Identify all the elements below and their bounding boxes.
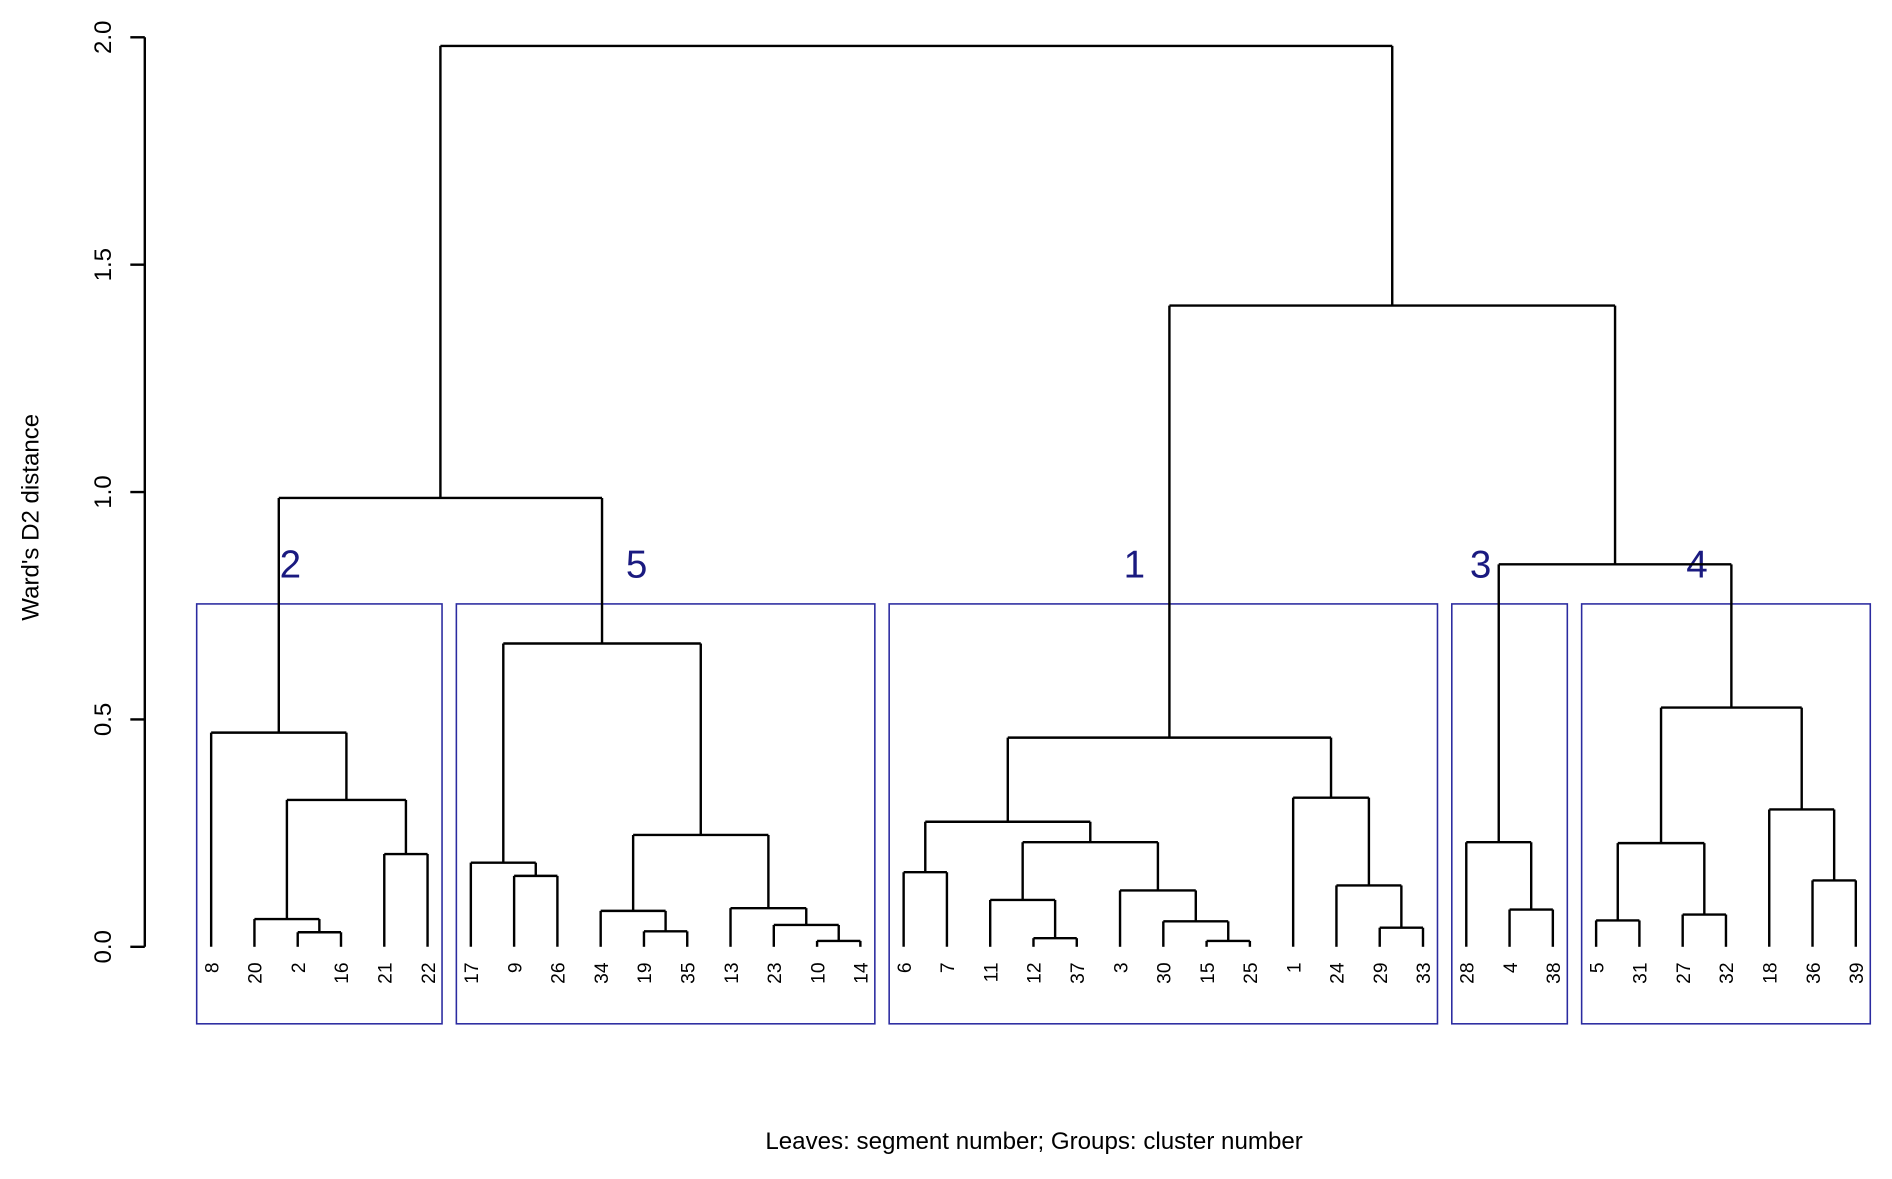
y-tick-label: 1.5 <box>90 248 117 281</box>
leaf-label: 17 <box>462 962 483 983</box>
cluster-label: 1 <box>1124 544 1145 587</box>
leaf-label: 11 <box>981 962 1002 982</box>
cluster-label: 5 <box>626 544 647 587</box>
leaf-label: 4 <box>1501 962 1522 973</box>
leaf-label: 26 <box>549 962 570 983</box>
cluster-box <box>195 603 443 1025</box>
leaf-label: 23 <box>765 962 786 983</box>
leaf-label: 24 <box>1328 962 1349 984</box>
y-tick-label: 1.0 <box>90 475 117 508</box>
dendrogram-tree <box>209 44 1858 947</box>
leaf-label: 13 <box>722 962 743 983</box>
leaf-label: 21 <box>375 962 396 983</box>
cluster-box <box>455 603 876 1025</box>
leaf-label: 16 <box>332 962 353 983</box>
leaf-label: 20 <box>246 962 267 983</box>
leaf-label: 25 <box>1241 962 1262 983</box>
leaf-label: 38 <box>1544 962 1565 983</box>
y-tick-label: 2.0 <box>90 21 117 54</box>
cluster-label: 2 <box>280 544 301 587</box>
leaf-label: 33 <box>1414 962 1435 983</box>
x-axis-label: Leaves: segment number; Groups: cluster … <box>765 1128 1302 1155</box>
leaf-label: 12 <box>1025 962 1046 983</box>
leaf-label: 3 <box>1111 962 1132 973</box>
y-axis-label: Ward's D2 distance <box>18 414 45 621</box>
cluster-box <box>888 603 1439 1025</box>
leaf-label: 32 <box>1717 962 1738 983</box>
leaf-label: 31 <box>1631 962 1652 983</box>
leaf-label: 34 <box>592 962 613 984</box>
y-tick-label: 0.0 <box>90 930 117 963</box>
leaf-label: 6 <box>895 962 916 973</box>
cluster-box <box>1451 603 1569 1025</box>
leaf-label: 27 <box>1674 962 1695 983</box>
leaf-label: 30 <box>1155 962 1176 983</box>
leaf-label: 37 <box>1068 962 1089 983</box>
leaf-label: 35 <box>678 962 699 983</box>
leaf-label: 39 <box>1847 962 1868 983</box>
leaf-label: 5 <box>1587 962 1608 973</box>
leaf-label: 2 <box>289 962 310 973</box>
leaf-label: 8 <box>202 962 223 973</box>
leaf-label: 18 <box>1760 962 1781 983</box>
leaf-label: 29 <box>1371 962 1392 983</box>
leaf-label: 19 <box>635 962 656 983</box>
leaf-label: 14 <box>852 962 873 984</box>
leaf-label: 9 <box>505 962 526 973</box>
leaf-label: 15 <box>1198 962 1219 983</box>
cluster-label: 3 <box>1470 544 1491 587</box>
y-tick-label: 0.5 <box>90 703 117 736</box>
cluster-box <box>1580 603 1872 1025</box>
leaf-label: 36 <box>1804 962 1825 983</box>
leaf-label: 1 <box>1284 962 1305 973</box>
leaf-label: 7 <box>938 962 959 973</box>
y-axis: 0.0 0.5 1.0 1.5 2.0 <box>90 21 147 964</box>
leaf-label: 28 <box>1457 962 1478 983</box>
leaf-label: 10 <box>808 962 829 983</box>
leaf-label: 22 <box>419 962 440 983</box>
